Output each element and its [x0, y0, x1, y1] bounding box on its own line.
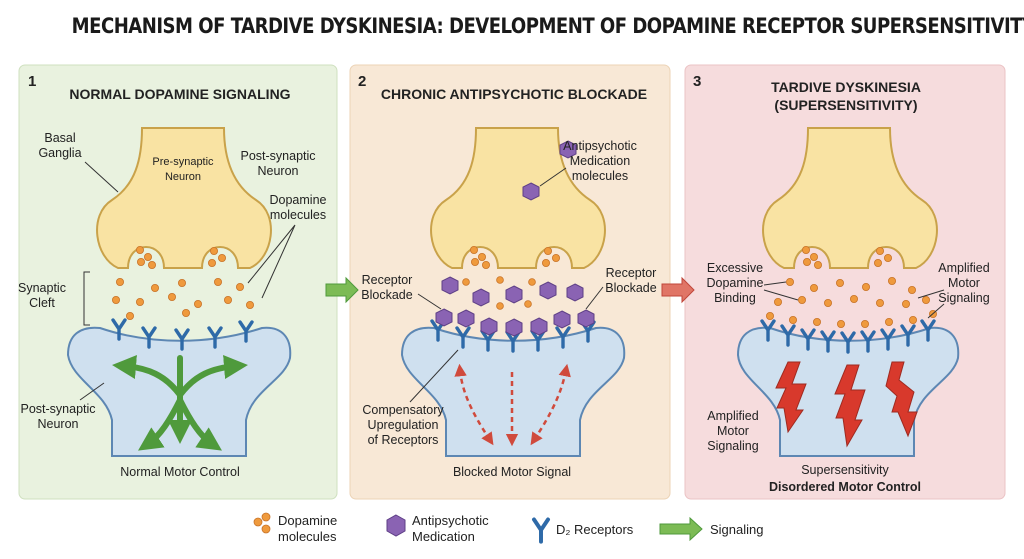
- label-amplified-left-1: Amplified: [707, 409, 758, 423]
- legend-dopamine-2: molecules: [278, 529, 337, 544]
- label-synaptic-cleft-2: Cleft: [29, 296, 55, 310]
- panel-1-number: 1: [28, 73, 36, 90]
- label-amplified-left-3: Signaling: [707, 439, 758, 453]
- label-receptor-blockade-right-2: Blockade: [605, 281, 656, 295]
- label-receptor-blockade-right-1: Receptor: [606, 266, 657, 280]
- panel-3-footer-1: Supersensitivity: [801, 463, 889, 477]
- label-dopamine-molecules-1: Dopamine: [270, 193, 327, 207]
- label-post-synaptic-top-1: Post-synaptic: [240, 149, 315, 163]
- panel-3-heading-2: (SUPERSENSITIVITY): [774, 97, 917, 113]
- panel-1-footer: Normal Motor Control: [120, 465, 239, 479]
- panel-2-heading: CHRONIC ANTIPSYCHOTIC BLOCKADE: [381, 86, 647, 102]
- panel-2-number: 2: [358, 73, 366, 90]
- figure-title: MECHANISM OF TARDIVE DYSKINESIA: DEVELOP…: [71, 14, 1024, 38]
- vesicle-dots: [135, 245, 226, 269]
- signaling-arrows-panel-1: [112, 355, 248, 451]
- transition-arrow-2-to-3: [661, 276, 695, 304]
- label-amplified-right-2: Motor: [948, 276, 980, 290]
- vesicle-dots-2: [469, 245, 561, 269]
- leader-antipsychotic: [539, 167, 567, 187]
- presynaptic-terminal-3: [762, 127, 938, 269]
- panel-3-footer-2: Disordered Motor Control: [769, 480, 921, 494]
- leader-blockade-right: [585, 286, 604, 310]
- leader-post-synaptic: [79, 382, 105, 401]
- leader-excessive: [763, 281, 799, 301]
- upregulation-arrows: [454, 363, 571, 447]
- presynaptic-terminal-2: [430, 127, 606, 269]
- bracket-synaptic-cleft: [83, 271, 90, 326]
- label-excessive-binding-2: Dopamine: [707, 276, 764, 290]
- legend-receptor: D₂ Receptors: [556, 522, 634, 537]
- label-pre-synaptic-2: Neuron: [165, 171, 201, 183]
- leader-basal-ganglia: [84, 161, 119, 193]
- legend-dopamine-1: Dopamine: [278, 513, 337, 528]
- label-post-synaptic-bottom-1: Post-synaptic: [20, 402, 95, 416]
- label-compensatory-1: Compensatory: [362, 403, 444, 417]
- legend-antipsychotic-2: Medication: [412, 529, 475, 544]
- legend-signaling: Signaling: [710, 522, 764, 537]
- leader-amplified-right: [917, 289, 945, 319]
- label-amplified-right-1: Amplified: [938, 261, 989, 275]
- panel-1-heading: NORMAL DOPAMINE SIGNALING: [69, 86, 290, 102]
- panel-1: 1 NORMAL DOPAMINE SIGNALING: [18, 73, 327, 479]
- legend-dopamine-icon: [253, 512, 271, 534]
- label-compensatory-2: Upregulation: [368, 418, 439, 432]
- panel-3-number: 3: [693, 73, 701, 90]
- legend-receptor-icon: [534, 520, 548, 542]
- label-excessive-binding-3: Binding: [714, 291, 756, 305]
- leader-dopamine: [247, 224, 296, 299]
- label-antipsychotic-3: molecules: [572, 169, 628, 183]
- presynaptic-terminal: [96, 127, 272, 269]
- legend-antipsychotic-1: Antipsychotic: [412, 513, 489, 528]
- legend-signaling-icon: [659, 516, 703, 542]
- label-receptor-blockade-left-1: Receptor: [362, 273, 413, 287]
- panel-3: 3 TARDIVE DYSKINESIA (SUPERSENSITIVITY): [693, 73, 990, 494]
- leader-blockade-left: [417, 293, 442, 310]
- label-basal-ganglia-2: Ganglia: [38, 146, 81, 160]
- leader-compensatory: [409, 349, 459, 403]
- antipsychotic-molecules-panel-2: [435, 276, 595, 337]
- panel-2-footer: Blocked Motor Signal: [453, 465, 571, 479]
- amplified-signal-bolts: [775, 361, 918, 448]
- label-receptor-blockade-left-2: Blockade: [361, 288, 412, 302]
- label-antipsychotic-1: Antipsychotic: [563, 139, 637, 153]
- label-amplified-right-3: Signaling: [938, 291, 989, 305]
- transition-arrow-1-to-2: [325, 276, 359, 304]
- legend: Dopamine molecules Antipsychotic Medicat…: [253, 512, 764, 544]
- panel-2: 2 CHRONIC ANTIPSYCHOTIC BLOCKADE: [358, 73, 657, 479]
- label-post-synaptic-bottom-2: Neuron: [38, 417, 79, 431]
- antipsychotic-floating: [522, 140, 577, 201]
- legend-antipsychotic-icon: [386, 514, 406, 537]
- dopamine-molecules-panel-1: [112, 277, 254, 320]
- label-dopamine-molecules-2: molecules: [270, 208, 326, 222]
- label-excessive-binding-1: Excessive: [707, 261, 763, 275]
- dopamine-molecules-panel-3: [766, 276, 938, 328]
- label-pre-synaptic-1: Pre-synaptic: [152, 156, 214, 168]
- panel-3-heading-1: TARDIVE DYSKINESIA: [771, 79, 921, 95]
- label-synaptic-cleft-1: Synaptic: [18, 281, 66, 295]
- label-basal-ganglia-1: Basal: [44, 131, 75, 145]
- dopamine-molecules-panel-2: [462, 276, 536, 310]
- vesicle-dots-3: [802, 245, 893, 269]
- label-post-synaptic-top-2: Neuron: [258, 164, 299, 178]
- label-antipsychotic-2: Medication: [570, 154, 630, 168]
- label-amplified-left-2: Motor: [717, 424, 749, 438]
- label-compensatory-3: of Receptors: [368, 433, 439, 447]
